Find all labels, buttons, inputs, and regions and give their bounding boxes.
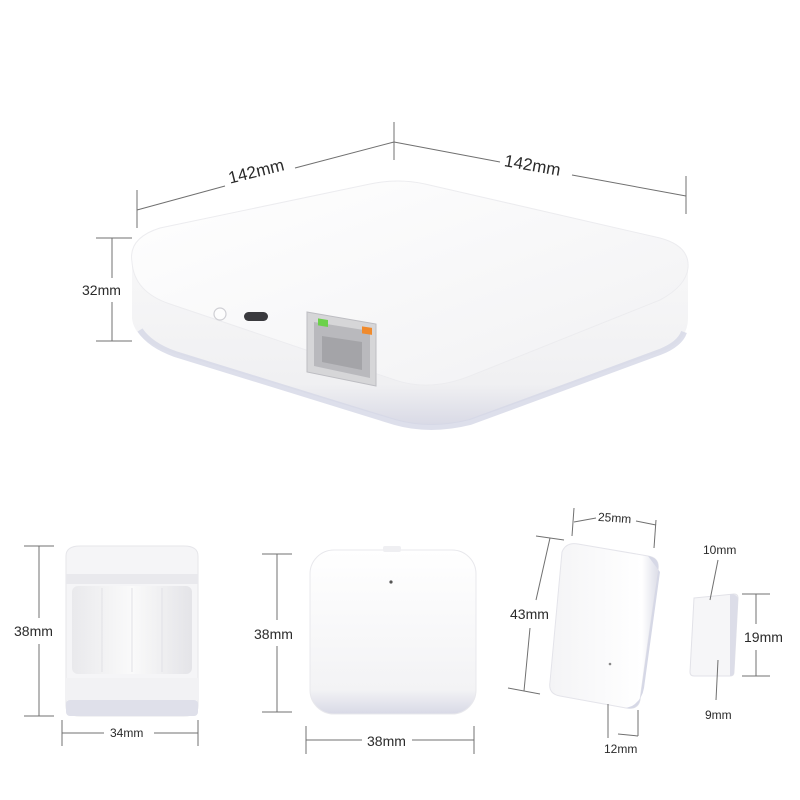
hub-height-label: 32mm	[82, 282, 121, 298]
mini-hub-width-label: 38mm	[367, 733, 406, 749]
magnet-depth-label: 9mm	[705, 708, 732, 722]
door-sensor-depth-label: 12mm	[604, 742, 638, 756]
hub-top	[131, 180, 689, 386]
mini-hub-height-label: 38mm	[254, 626, 293, 642]
hub-dimension-lines	[96, 122, 687, 342]
motion-sensor-width-label: 34mm	[110, 726, 144, 740]
magnet-width-label: 10mm	[703, 543, 737, 557]
reset-button	[213, 307, 227, 321]
micro-usb-port	[244, 312, 268, 321]
door-sensor-height-label: 43mm	[510, 606, 549, 622]
main-hub	[131, 180, 689, 430]
motion-sensor-height-label: 38mm	[14, 623, 53, 639]
ethernet-port	[306, 311, 377, 387]
door-sensor-body	[549, 543, 659, 709]
mini-hub	[309, 546, 477, 715]
motion-sensor	[65, 545, 199, 717]
mini-hub-dimension-lines	[262, 553, 475, 754]
door-sensor	[549, 543, 739, 709]
door-sensor-width-label: 25mm	[597, 509, 632, 527]
door-sensor-dimension-lines	[507, 507, 770, 738]
magnet-height-label: 19mm	[744, 629, 783, 645]
motion-sensor-dimension-lines	[24, 545, 199, 746]
